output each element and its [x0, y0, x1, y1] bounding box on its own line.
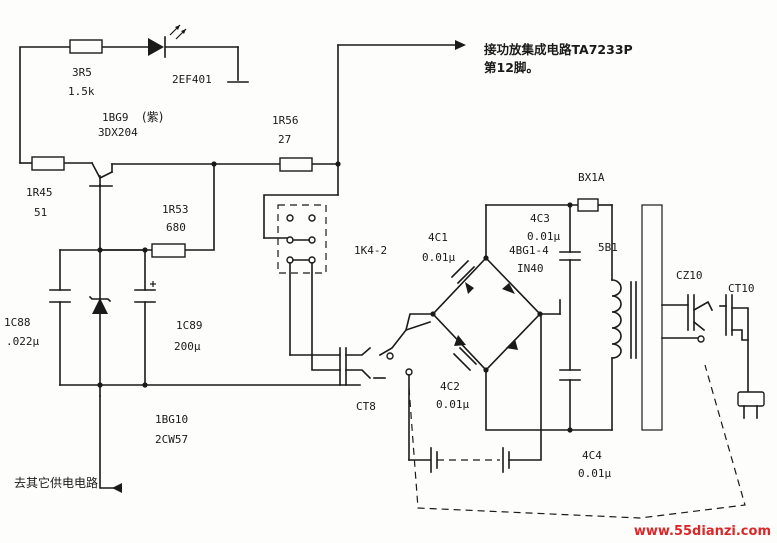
resistor-1r56 [279, 157, 313, 172]
socket-cz10-ref: CZ10 [676, 269, 703, 282]
other-supply-label: 去其它供电电路 [14, 476, 99, 490]
transformer-ref: 5B1 [598, 241, 618, 254]
resistor-1r53 [151, 243, 186, 258]
led-2ef401 [148, 24, 187, 58]
r-1r53-ref: 1R53 [162, 203, 189, 216]
c-4c2-ref: 4C2 [440, 380, 460, 393]
c-1c88-value: .022μ [6, 335, 40, 348]
transistor-qualifier: (紫) [142, 110, 164, 124]
transistor-1bg9 [89, 161, 114, 187]
zener-ref: 1BG10 [155, 413, 189, 426]
junction [211, 161, 217, 167]
c-4c3-value: 0.01μ [527, 230, 561, 243]
regulator-wiring [19, 44, 456, 489]
c-4c3-ref: 4C3 [530, 212, 550, 225]
c-4c4-ref: 4C4 [582, 449, 602, 462]
junction [483, 255, 489, 261]
transistor-ref: 1BG9 [102, 111, 129, 124]
r-3r5-value: 1.5k [68, 85, 95, 98]
junction [567, 202, 573, 208]
socket-cz10 [661, 294, 714, 343]
zener-1bg10 [88, 295, 112, 314]
fuse-bx1a [577, 198, 599, 212]
zener-value: 2CW57 [155, 433, 189, 446]
r-3r5-ref: 3R5 [72, 66, 92, 79]
capacitor-4c2 [452, 346, 478, 372]
capacitor-1c89 [134, 281, 156, 303]
ta7233p-note-line2: 第12脚。 [484, 60, 539, 75]
junction [430, 311, 436, 317]
secondary-wiring [485, 204, 613, 431]
jack-ct8-ref: CT8 [356, 400, 376, 413]
c-4c4-value: 0.01μ [578, 467, 612, 480]
watermark: www.55dianzi.com [633, 524, 771, 539]
switch-1k4-2 [263, 204, 341, 371]
led-ref: 2EF401 [172, 73, 212, 86]
resistor-3r5 [69, 39, 103, 54]
c-1c88-ref: 1C88 [4, 316, 31, 329]
bridge-value: IN40 [517, 262, 544, 275]
c-4c1-ref: 4C1 [428, 231, 448, 244]
capacitor-4c1 [450, 259, 476, 285]
bridge-ref: 4BG1-4 [509, 244, 549, 257]
junction [567, 427, 573, 433]
junction [537, 311, 543, 317]
c-1c89-value: 200μ [174, 340, 201, 353]
r-1r45-value: 51 [34, 206, 48, 219]
capacitor-4c4 [559, 369, 581, 381]
led-branch-wiring [19, 46, 249, 164]
junction [97, 382, 103, 388]
capacitor-1c88 [49, 289, 71, 303]
plug-ct10-ref: CT10 [728, 282, 755, 295]
junction [142, 382, 148, 388]
bridge-rectifier-4bg1-4 [405, 204, 571, 431]
switch-ref: 1K4-2 [354, 244, 388, 257]
arrow-to-ta7233p [455, 40, 466, 50]
junction [335, 161, 341, 167]
capacitor-4c3 [559, 251, 581, 261]
resistor-1r45 [31, 156, 65, 171]
ta7233p-note-line1: 接功放集成电路TA7233P [484, 42, 633, 57]
jack-ct8 [339, 320, 432, 386]
transformer-5b1 [611, 204, 663, 431]
r-1r56-ref: 1R56 [272, 114, 299, 127]
c-4c1-value: 0.01μ [422, 251, 456, 264]
battery-and-dashed-link [408, 313, 746, 519]
transistor-value: 3DX204 [98, 126, 138, 139]
junction [97, 247, 103, 253]
junction [483, 367, 489, 373]
c-4c2-value: 0.01μ [436, 398, 470, 411]
c-1c89-ref: 1C89 [176, 319, 203, 332]
plug-ct10 [719, 294, 765, 419]
r-1r53-value: 680 [166, 221, 186, 234]
r-1r56-value: 27 [278, 133, 292, 146]
arrow-to-other-supply [112, 483, 122, 493]
r-1r45-ref: 1R45 [26, 186, 53, 199]
fuse-ref: BX1A [578, 171, 605, 184]
junction [142, 247, 148, 253]
